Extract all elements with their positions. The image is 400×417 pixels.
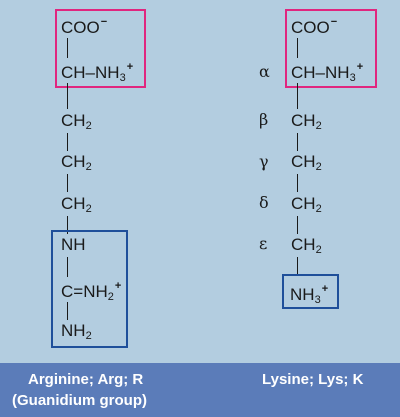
lysine-alpha-carbon: CH–NH3+	[291, 61, 364, 84]
lysine-alpha-box	[285, 9, 377, 88]
lysine-ch2-1: CH2	[291, 111, 322, 132]
lysine-bond-3	[297, 133, 298, 151]
arginine-alpha-box	[55, 9, 146, 88]
arginine-guanidino-nh: NH	[61, 235, 86, 254]
lysine-amino-group: NH3+	[290, 283, 329, 306]
lysine-caption: Lysine; Lys; K	[262, 371, 364, 388]
caption-footer	[0, 363, 400, 417]
greek-label-gamma: γ	[259, 152, 269, 171]
arginine-bond-3	[67, 133, 68, 151]
arginine-ch2-3: CH2	[61, 194, 92, 215]
lysine-ch2-3: CH2	[291, 194, 322, 215]
greek-label-delta: δ	[259, 193, 269, 212]
greek-label-alpha: α	[259, 62, 270, 81]
arginine-carboxyl: COO−	[61, 16, 108, 37]
lysine-bond-1	[297, 38, 298, 58]
arginine-bond-7	[67, 302, 68, 320]
arginine-bond-4	[67, 174, 68, 192]
lysine-bond-4	[297, 174, 298, 192]
arginine-subcaption: (Guanidium group)	[12, 392, 147, 409]
arginine-guanidino-nh2: NH2	[61, 321, 92, 342]
lysine-bond-5	[297, 216, 298, 234]
greek-label-epsilon: ε	[259, 234, 268, 253]
lysine-bond-6	[297, 257, 298, 275]
arginine-bond-1	[67, 38, 68, 58]
lysine-ch2-2: CH2	[291, 152, 322, 173]
lysine-carboxyl: COO−	[291, 16, 338, 37]
arginine-bond-5	[67, 216, 68, 234]
lysine-bond-2	[297, 83, 298, 109]
arginine-ch2-1: CH2	[61, 111, 92, 132]
arginine-bond-6	[67, 257, 68, 277]
arginine-caption: Arginine; Arg; R	[28, 371, 144, 388]
arginine-ch2-2: CH2	[61, 152, 92, 173]
arginine-guanidino-c: C=NH2+	[61, 280, 122, 303]
arginine-guanidino-box	[51, 230, 128, 348]
arginine-bond-2	[67, 83, 68, 109]
arginine-alpha-carbon: CH–NH3+	[61, 61, 134, 84]
lysine-ch2-4: CH2	[291, 235, 322, 256]
lysine-amino-box	[282, 274, 339, 309]
greek-label-beta: β	[259, 110, 269, 129]
